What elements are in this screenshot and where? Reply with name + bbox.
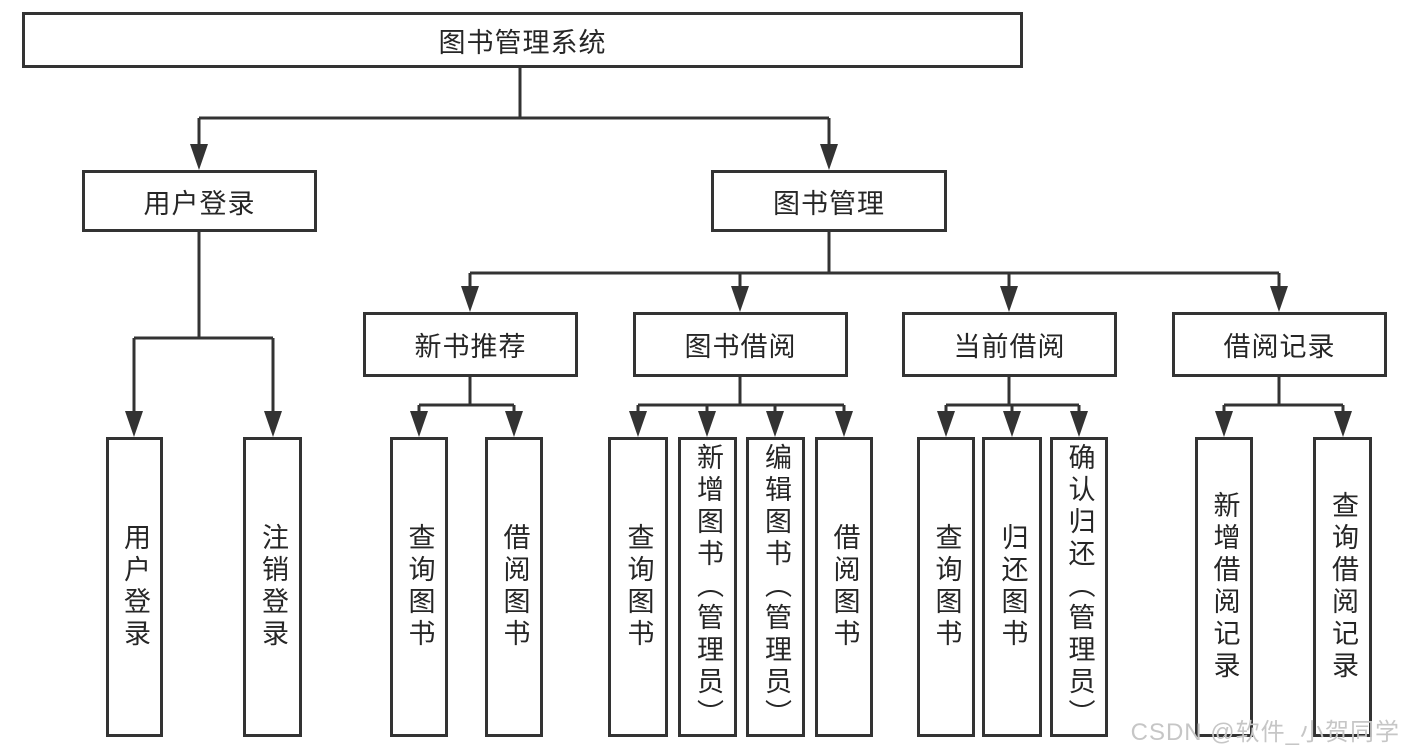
- leaf-query-books-2: 查询图书: [608, 437, 668, 737]
- leaf-query-books: 查询图书: [390, 437, 448, 737]
- leaf-user-login-label: 用户登录: [120, 523, 150, 651]
- watermark: CSDN @软件_小贺同学: [1130, 719, 1400, 746]
- leaf-borrow-books-2: 借阅图书: [815, 437, 873, 737]
- connector-new-book-recommend-to-leaves: [410, 377, 523, 437]
- connector-current-borrow-to-leaves: [937, 377, 1088, 437]
- node-user-login: 用户登录: [82, 170, 317, 232]
- leaf-logout-login: 注销登录: [243, 437, 302, 737]
- connector-book-management-to-level3: [461, 232, 1288, 312]
- connector-borrow-records-to-leaves: [1215, 377, 1352, 437]
- node-book-management: 图书管理: [711, 170, 947, 232]
- leaf-add-books-admin-label: 新增图书（管理员）: [693, 443, 723, 731]
- leaf-borrow-books-label: 借阅图书: [499, 523, 530, 651]
- leaf-edit-books-admin: 编辑图书（管理员）: [746, 437, 805, 737]
- leaf-user-login: 用户登录: [106, 437, 163, 737]
- leaf-confirm-return-admin-label: 确认归还（管理员）: [1064, 443, 1095, 731]
- leaf-borrow-books: 借阅图书: [485, 437, 543, 737]
- node-new-book-recommend: 新书推荐: [363, 312, 578, 377]
- leaf-query-books-label: 查询图书: [404, 523, 435, 651]
- leaf-add-books-admin: 新增图书（管理员）: [678, 437, 737, 737]
- leaf-logout-login-label: 注销登录: [258, 523, 288, 651]
- node-root: 图书管理系统: [22, 12, 1023, 68]
- connector-book-borrow-to-leaves: [629, 377, 853, 437]
- leaf-return-books-label: 归还图书: [997, 523, 1028, 651]
- leaf-borrow-books-2-label: 借阅图书: [829, 523, 860, 651]
- leaf-query-books-2-label: 查询图书: [623, 523, 654, 651]
- node-current-borrow: 当前借阅: [902, 312, 1117, 377]
- leaf-query-borrow-record: 查询借阅记录: [1313, 437, 1372, 737]
- node-borrow-records: 借阅记录: [1172, 312, 1387, 377]
- leaf-query-borrow-record-label: 查询借阅记录: [1328, 491, 1358, 683]
- leaf-edit-books-admin-label: 编辑图书（管理员）: [761, 443, 791, 731]
- leaf-query-books-3-label: 查询图书: [931, 523, 962, 651]
- leaf-query-books-3: 查询图书: [917, 437, 975, 737]
- node-book-borrow: 图书借阅: [633, 312, 848, 377]
- leaf-confirm-return-admin: 确认归还（管理员）: [1050, 437, 1108, 737]
- leaf-return-books: 归还图书: [982, 437, 1042, 737]
- connector-root-to-level2: [190, 67, 838, 170]
- connector-user-login-to-leaves: [125, 232, 282, 437]
- leaf-add-borrow-record-label: 新增借阅记录: [1209, 491, 1240, 683]
- leaf-add-borrow-record: 新增借阅记录: [1195, 437, 1253, 737]
